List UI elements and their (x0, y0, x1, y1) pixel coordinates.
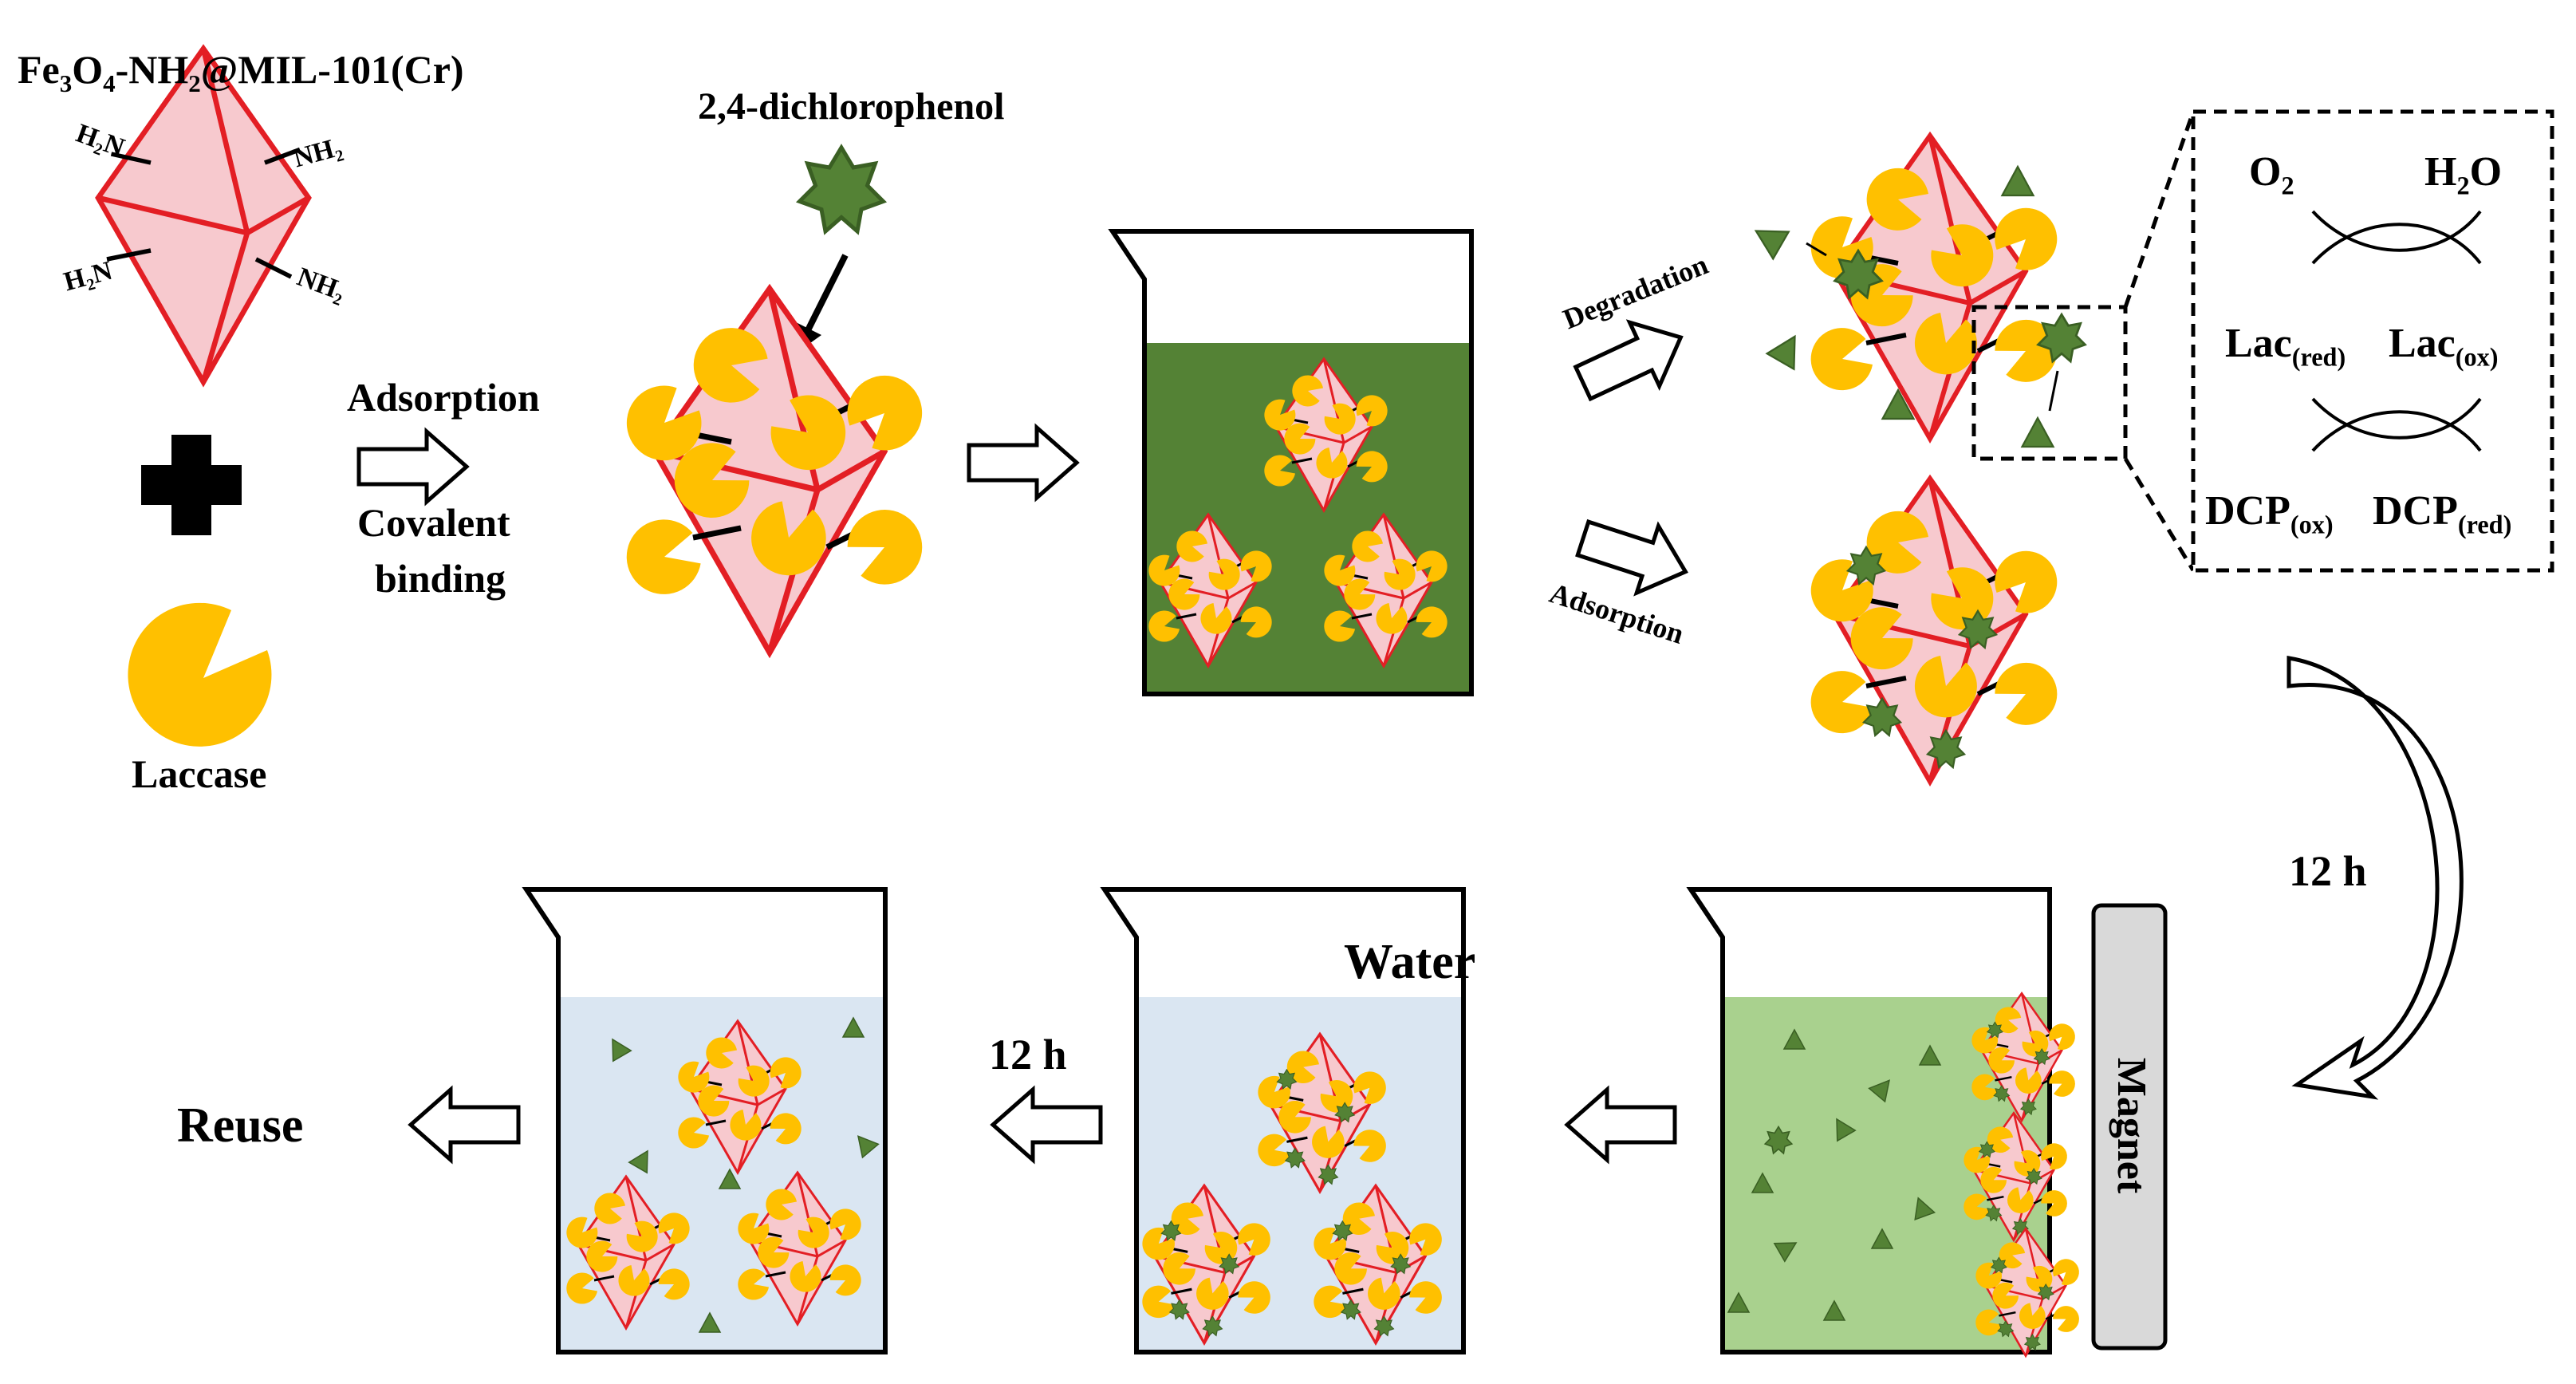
cycle-oxygen-label: O2 (2249, 149, 2294, 200)
beaker-water (1105, 889, 1463, 1352)
cycle-lac-ox-label: Lac(ox) (2389, 321, 2499, 372)
adsorption-arrow (359, 432, 467, 502)
cycle-lac-red-label: Lac(red) (2225, 321, 2346, 372)
dichlorophenol-star-icon (800, 148, 884, 231)
to-wash-arrow (1567, 1090, 1675, 1160)
dichlorophenol-arrow (802, 254, 849, 337)
reuse-label: Reuse (177, 1098, 304, 1153)
cycle-dcp-ox-label: DCP(ox) (2205, 488, 2334, 539)
time-label-bottom: 12 h (989, 1031, 1067, 1078)
adsorption-step-label: Adsorption (347, 375, 540, 420)
material-title: Fe3O4-NH2@MIL-101(Cr) (18, 47, 464, 97)
plus-icon (141, 435, 242, 535)
cycle-curve-upper (2311, 210, 2482, 252)
covalent-step-label-1: Covalent (357, 500, 510, 545)
beaker-reuse (526, 889, 885, 1352)
water-label: Water (1344, 935, 1476, 989)
support-octahedron (98, 49, 309, 382)
cycle-curve-lower (2311, 397, 2482, 440)
curved-arrow-right (2286, 656, 2464, 1100)
dichlorophenol-label: 2,4-dichlorophenol (698, 85, 1005, 128)
to-beaker-arrow (969, 428, 1077, 498)
magnet (2091, 903, 2168, 1350)
to-reuse-beaker-arrow (993, 1090, 1101, 1160)
beaker-reaction (1113, 231, 1471, 694)
reuse-arrow (411, 1090, 518, 1160)
laccase-composite (613, 289, 933, 653)
beaker-magnet (1691, 889, 2083, 1356)
covalent-step-label-2: binding (375, 556, 506, 601)
degradation-composite (1747, 136, 2086, 448)
zoom-box (1971, 305, 2128, 461)
adsorption-composite (1799, 479, 2066, 782)
magnet-label: Magnet (2109, 1057, 2154, 1194)
catalytic-cycle-box (2191, 109, 2554, 573)
cycle-dcp-red-label: DCP(red) (2373, 488, 2512, 539)
laccase-icon (128, 602, 272, 747)
time-label-right: 12 h (2289, 847, 2367, 895)
laccase-label: Laccase (132, 751, 267, 796)
cycle-water-label: H2O (2424, 149, 2503, 200)
